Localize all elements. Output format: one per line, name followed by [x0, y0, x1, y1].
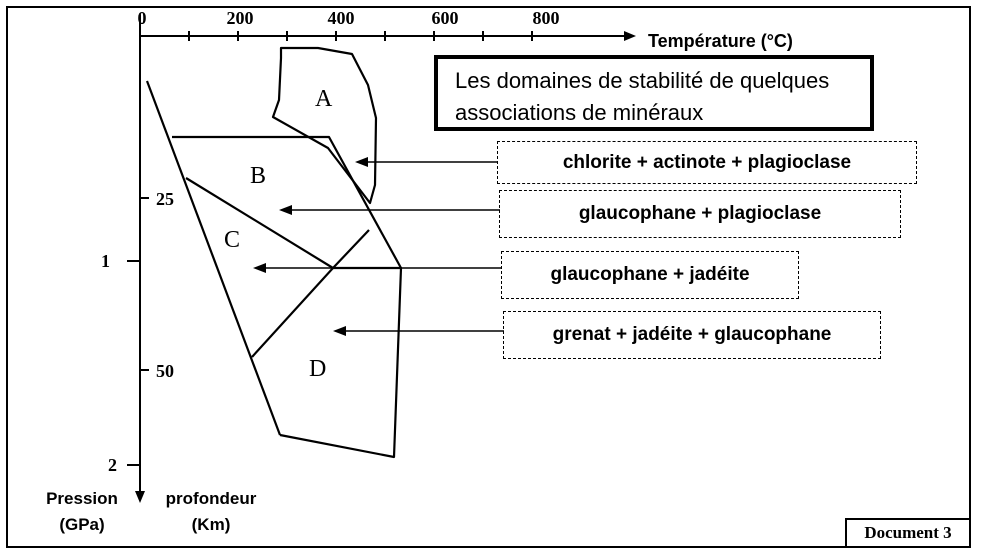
depth-label-line1: profondeur	[166, 489, 257, 508]
diagram-title-line1: Les domaines de stabilité de quelques	[455, 68, 830, 93]
domain-letter-a: A	[315, 86, 333, 112]
x-tick-label-400: 400	[328, 8, 355, 28]
temperature-axis-arrowhead	[624, 31, 636, 41]
arrow-a-head	[355, 157, 368, 167]
x-tick-label-0: 0	[138, 8, 147, 28]
depth-label-line2: (Km)	[192, 515, 231, 534]
arrow-d-head	[333, 326, 346, 336]
association-label-b: glaucophane + plagioclase	[499, 190, 901, 238]
domain-d-boundary	[279, 266, 403, 459]
domain-a-outline	[271, 46, 378, 205]
association-label-c: glaucophane + jadéite	[501, 251, 799, 299]
arrow-c-head	[253, 263, 266, 273]
pressure-axis-arrowhead	[135, 491, 145, 503]
x-tick-label-200: 200	[227, 8, 254, 28]
association-label-d: grenat + jadéite + glaucophane	[503, 311, 881, 359]
domain-letter-c: C	[224, 227, 240, 253]
diagram-title-line2: associations de minéraux	[455, 100, 704, 125]
y-axis-ticks	[127, 197, 149, 466]
pressure-label-line2: (GPa)	[59, 515, 104, 534]
association-label-a: chlorite + actinote + plagioclase	[497, 141, 917, 184]
subduction-boundary-line	[145, 80, 282, 436]
domain-b-c-boundary	[185, 177, 334, 269]
domain-letter-b: B	[250, 163, 266, 189]
x-axis-ticks	[188, 31, 533, 41]
x-tick-label-800: 800	[533, 8, 560, 28]
pressure-tick-label-2: 2	[108, 455, 117, 475]
domain-c-right-boundary	[251, 229, 370, 358]
diagram-title-box: Les domaines de stabilité de quelques as…	[434, 55, 874, 131]
depth-tick-label-25: 25	[156, 189, 174, 209]
domain-b-top-line	[172, 135, 402, 269]
temperature-axis-label: Température (°C)	[648, 31, 793, 51]
domain-letter-d: D	[309, 356, 326, 382]
depth-tick-label-50: 50	[156, 361, 174, 381]
document-label: Document 3	[845, 518, 971, 548]
pressure-tick-label-1: 1	[101, 251, 110, 271]
x-tick-label-600: 600	[432, 8, 459, 28]
document-frame	[6, 6, 971, 548]
pressure-label-line1: Pression	[46, 489, 118, 508]
arrow-b-head	[279, 205, 292, 215]
